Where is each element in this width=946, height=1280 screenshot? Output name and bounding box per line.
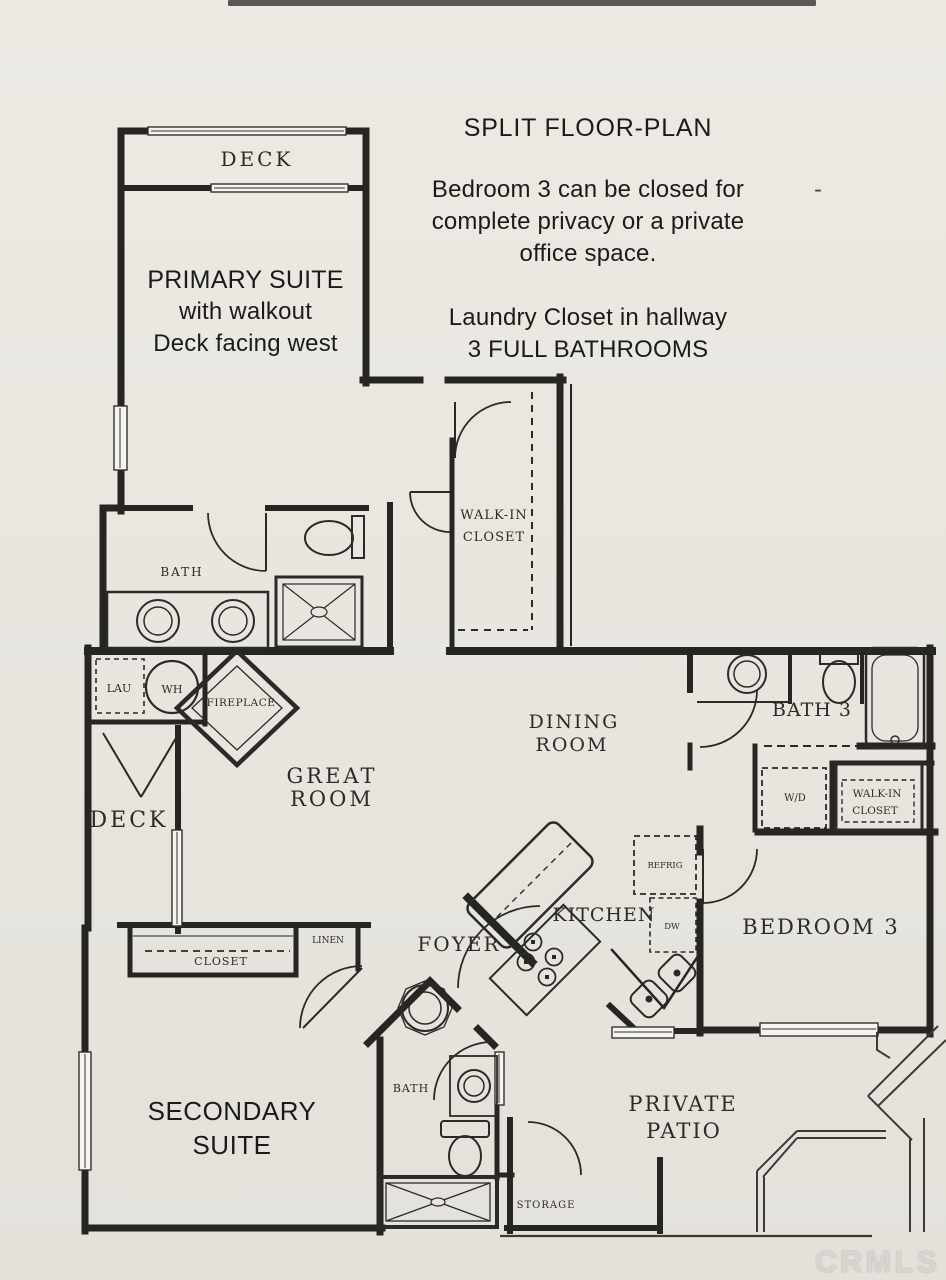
photo-edge-artifact — [228, 0, 816, 6]
bedroom3-label: BEDROOM 3 — [742, 915, 899, 939]
kitchen-island — [466, 821, 594, 949]
shower-icon — [377, 1175, 499, 1229]
sink-icon — [457, 1069, 491, 1103]
secondary-suite-label: SECONDARY SUITE — [92, 1094, 372, 1162]
sink-icon — [136, 599, 180, 643]
walkin-closet1-label: CLOSET — [463, 530, 525, 545]
note-bedroom3: Bedroom 3 can be closed for complete pri… — [368, 174, 808, 270]
refrigerator-box — [633, 835, 697, 895]
secondary-suite-line: SUITE — [192, 1130, 272, 1160]
refrigerator-label: REFRIG — [647, 861, 682, 871]
great-room-label: ROOM — [290, 787, 374, 811]
note-line: office space. — [519, 240, 657, 267]
sink-icon — [211, 599, 255, 643]
water-heater-label: WH — [162, 683, 183, 696]
windows-and-sliders — [78, 126, 879, 1171]
walkin-closet2-box — [841, 779, 915, 823]
great-room-label: GREAT — [287, 764, 378, 788]
vanity-primary — [105, 590, 270, 650]
primary-suite-label: PRIMARY SUITE with walkout Deck facing w… — [108, 264, 383, 360]
primary-suite-line: with walkout — [178, 298, 313, 325]
bathtub-icon — [864, 646, 926, 750]
plan-title: SPLIT FLOOR-PLAN — [463, 114, 713, 142]
vanity-secondary — [449, 1055, 498, 1117]
laundry-label: LAU — [107, 682, 132, 695]
primary-suite-line: Deck facing west — [153, 330, 338, 357]
sink-icon — [727, 654, 767, 694]
patio-steps — [500, 1025, 946, 1238]
shower-icon — [274, 575, 364, 649]
stove-counter — [488, 903, 602, 1017]
walkin-closet2-label: WALK-IN — [853, 788, 902, 800]
washer-dryer-label: W/D — [784, 793, 806, 804]
deck-top-label: DECK — [221, 147, 294, 171]
dining-room-label: DINING — [529, 711, 620, 733]
bath3-label: BATH 3 — [772, 699, 852, 721]
fixtures — [105, 515, 926, 1229]
dashed-features — [95, 392, 924, 953]
storage-label: STORAGE — [517, 1200, 576, 1211]
dishwasher-box — [649, 897, 697, 953]
fireplace-label: FIREPLACE — [207, 697, 276, 709]
walkin-closet2-label: CLOSET — [852, 805, 897, 817]
toilet-icon — [819, 651, 859, 665]
secondary-suite-line: SECONDARY — [147, 1096, 317, 1126]
toilet-icon — [440, 1120, 490, 1138]
private-patio-label: PATIO — [646, 1119, 722, 1143]
dishwasher-label: DW — [664, 922, 680, 932]
note-line: complete privacy or a private — [431, 208, 745, 235]
fireplace-icon — [173, 647, 301, 769]
stray-dash-mark: - — [814, 176, 822, 203]
linen-label: LINEN — [312, 936, 344, 946]
note-laundry-baths: Laundry Closet in hallway 3 FULL BATHROO… — [368, 302, 808, 366]
private-patio-label: PRIVATE — [628, 1092, 737, 1116]
bath-primary-label: BATH — [160, 565, 203, 579]
dining-room-label: ROOM — [536, 734, 609, 756]
note-line: Bedroom 3 can be closed for — [431, 176, 745, 203]
kitchen-label: KITCHEN — [553, 904, 656, 926]
double-sink-icon — [629, 953, 697, 1019]
door-swings — [102, 401, 758, 1176]
primary-suite-line: PRIMARY SUITE — [147, 266, 344, 294]
foyer-label: FOYER — [417, 932, 500, 956]
walls — [81, 127, 939, 1236]
laundry-closet-box — [95, 658, 145, 714]
walkin-closet1-label: WALK-IN — [460, 508, 527, 523]
note-line: 3 FULL BATHROOMS — [467, 336, 709, 363]
note-line: Laundry Closet in hallway — [448, 304, 728, 331]
washer-dryer-box — [761, 767, 827, 829]
stove-burners-icon — [516, 932, 564, 987]
closet-label: CLOSET — [194, 955, 248, 968]
pedestal-sink-icon — [397, 980, 453, 1036]
deck-left-label: DECK — [90, 808, 169, 833]
crmls-watermark: CRMLS — [814, 1244, 940, 1279]
bath-secondary-label: BATH — [393, 1082, 429, 1095]
